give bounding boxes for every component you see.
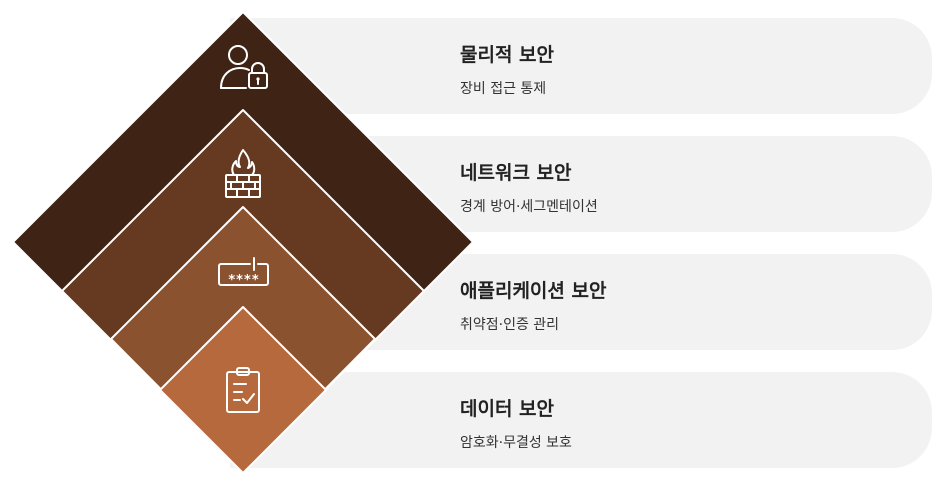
layer-title-application: 애플리케이션 보안 [460,280,607,302]
layer-card-data [230,372,932,468]
layer-title-network: 네트워크 보안 [460,162,572,184]
layer-subtitle-application: 취약점·인증 관리 [460,317,560,333]
layer-title-data: 데이터 보안 [460,398,555,420]
clipboard-check-icon [226,367,260,413]
layer-subtitle-physical: 장비 접근 통제 [460,81,547,97]
user-lock-icon [220,45,268,89]
layer-card-physical [230,18,932,114]
svg-text:****: **** [228,273,259,288]
firewall-icon [225,149,261,198]
diamond-layer-data [159,306,327,474]
layer-subtitle-network: 경계 방어·세그멘테이션 [460,199,598,215]
layer-title-physical: 물리적 보안 [460,44,555,66]
password-field-icon: **** [218,257,269,288]
layer-subtitle-data: 암호화·무결성 보호 [460,435,572,451]
